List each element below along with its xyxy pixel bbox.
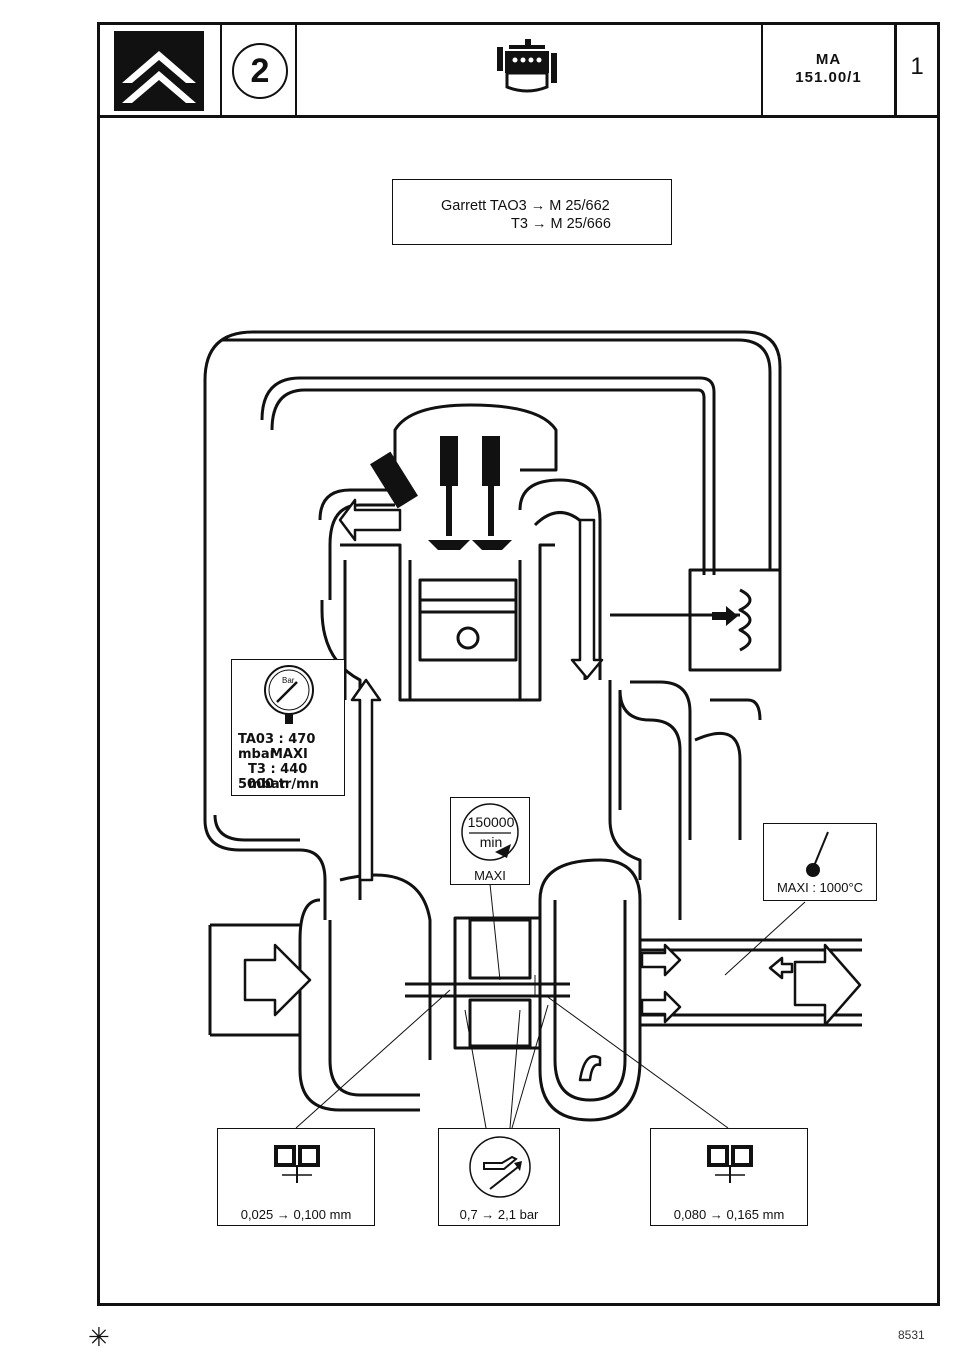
thermometer-icon — [806, 831, 829, 877]
intake-arrow — [243, 943, 312, 1017]
axial-play-compressor-box: 0,025 → 0,100 mm — [217, 1128, 375, 1226]
turbine-housing — [538, 858, 642, 1122]
boost-rpm-value: 5000 tr/mn — [238, 777, 319, 792]
piston-pin — [456, 626, 480, 650]
page-frame: 2 MA 151.00/1 1 — [97, 22, 940, 1306]
page-number: 1 — [910, 53, 924, 80]
piston — [418, 578, 518, 662]
axial-play-turbine-box: 0,080 → 0,165 mm — [650, 1128, 808, 1226]
tachometer-icon — [461, 803, 519, 861]
boost-maxi-label: MAXI — [270, 747, 308, 762]
page-number-cell: 1 — [897, 25, 937, 115]
chapter-cell: 2 — [222, 25, 297, 115]
axial-play-icon — [707, 1145, 753, 1183]
oil-pressure-icon — [469, 1136, 531, 1198]
exhaust-temp-maxi: MAXI : 1000°C — [776, 880, 864, 895]
logo-cell — [100, 25, 222, 115]
turbo-speed-value: 150000 — [467, 814, 515, 830]
header-bar: 2 MA 151.00/1 1 — [100, 25, 937, 118]
axial-play-compressor-value: 0,025 → 0,100 mm — [240, 1207, 352, 1222]
exhaust-temp-box: MAXI : 1000°C — [763, 823, 877, 901]
turbo-speed-unit: min — [479, 834, 503, 850]
cylinder-head — [393, 403, 558, 472]
intake-manifold — [318, 488, 395, 900]
engine-cell — [297, 25, 763, 115]
boost-pipe-outer — [203, 330, 782, 820]
doc-ref-number: 151.00/1 — [795, 69, 862, 86]
boost-pressure-box: Bar TA03 : 470 mbar MAXI T3 : 440 mbar 5… — [231, 659, 345, 796]
doc-ref-code: MA — [815, 51, 842, 68]
oil-pressure-box: 0,7 → 2,1 bar — [438, 1128, 560, 1226]
wastegate-pipe — [260, 376, 716, 575]
oil-pressure-value: 0,7 → 2,1 bar — [459, 1207, 539, 1222]
turbo-speed-box: 150000 min MAXI — [450, 797, 530, 885]
cylinder-block — [340, 543, 555, 702]
wastegate-actuator — [688, 568, 782, 672]
asterisk-icon: ✳ — [88, 1322, 110, 1352]
pressure-gauge-icon — [264, 665, 314, 724]
boost-tao3-value: TA03 : 470 mbar — [238, 732, 316, 762]
garrett-line-t3: T3 → M 25/666 — [511, 216, 611, 232]
gauge-dial-label: Bar — [282, 676, 295, 685]
citroen-chevron-logo-icon — [114, 31, 204, 111]
exhaust-outlet-duct — [640, 938, 862, 1027]
footer-code: 8531 — [898, 1328, 925, 1342]
engine-icon — [497, 39, 557, 93]
garrett-reference-box: Garrett TAO3 → M 25/662 T3 → M 25/666 — [392, 179, 672, 245]
injector — [370, 451, 418, 509]
chapter-number: 2 — [232, 43, 288, 99]
exhaust-out-arrow — [793, 943, 862, 1027]
garrett-line-tao3: Garrett TAO3 → M 25/662 — [441, 198, 610, 214]
axial-play-turbine-value: 0,080 → 0,165 mm — [673, 1207, 785, 1222]
compressor-housing — [298, 873, 432, 1112]
air-inlet-duct — [208, 923, 300, 1037]
turbo-speed-maxi: MAXI — [474, 868, 506, 883]
axial-play-icon — [274, 1145, 320, 1183]
doc-ref-cell: MA 151.00/1 — [763, 25, 897, 115]
boost-t3-value: T3 : 440 mbar — [248, 762, 308, 792]
